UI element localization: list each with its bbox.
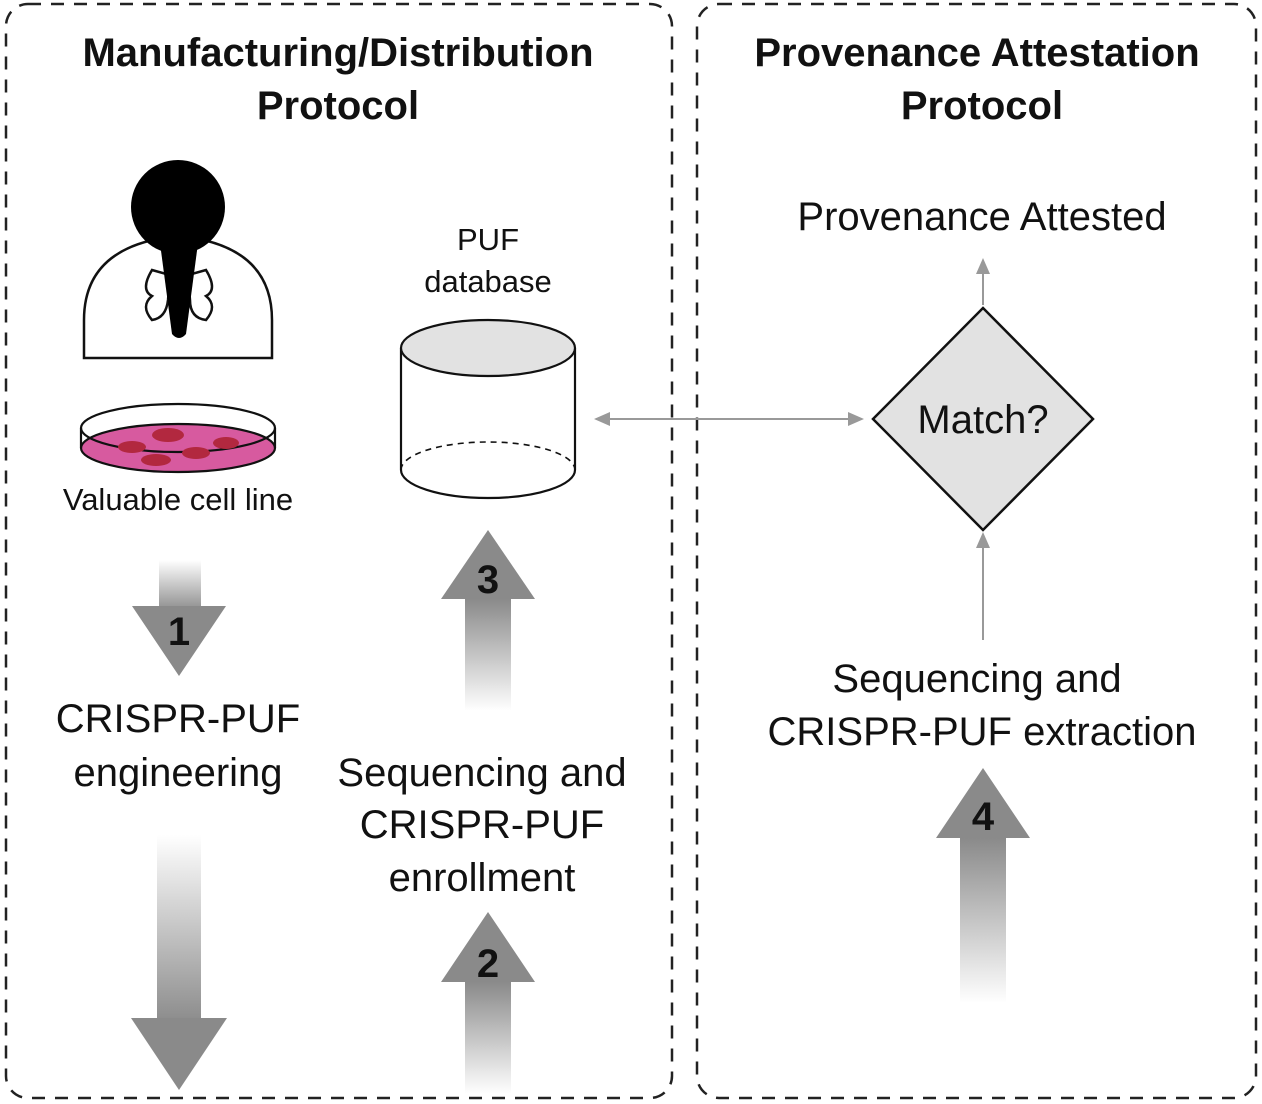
step2-number: 2 [477, 942, 499, 986]
step23-label-line2: CRISPR-PUF [360, 803, 604, 847]
distribution-arrow [131, 835, 227, 1090]
match-label: Match? [917, 398, 1048, 442]
provenance-attested-label: Provenance Attested [797, 195, 1166, 239]
step1-label-line1: CRISPR-PUF [56, 697, 300, 741]
step1-number: 1 [168, 610, 190, 654]
step23-label-line1: Sequencing and [337, 751, 626, 795]
extraction-to-match-arrow [976, 532, 990, 640]
step2-arrow [441, 912, 535, 1094]
step3-arrow [441, 530, 535, 711]
right-panel-border [695, 2, 1258, 1100]
step3-number: 3 [477, 558, 499, 602]
database-icon [399, 318, 577, 500]
match-decision [871, 306, 1095, 532]
database-label-line2: database [424, 264, 552, 299]
left-panel-title-line2: Protocol [257, 84, 419, 128]
database-label-line1: PUF [457, 222, 519, 257]
step4-label-line2: CRISPR-PUF extraction [768, 710, 1197, 754]
right-panel-title-line1: Provenance Attestation [754, 31, 1199, 75]
step1-label-line2: engineering [73, 751, 282, 795]
step4-number: 4 [972, 795, 995, 839]
cell-line-label: Valuable cell line [63, 482, 293, 517]
left-panel-title-line1: Manufacturing/Distribution [82, 31, 593, 75]
step1-arrow [132, 560, 226, 676]
right-panel-title-line2: Protocol [901, 84, 1063, 128]
step23-label-line3: enrollment [389, 856, 576, 900]
attested-arrow [976, 258, 990, 305]
step4-label-line1: Sequencing and [832, 657, 1121, 701]
petri-dish-icon [79, 402, 277, 474]
scientist-icon [82, 160, 274, 360]
left-panel-border [4, 2, 674, 1100]
database-match-connector [594, 412, 864, 426]
step4-arrow [936, 768, 1030, 1003]
